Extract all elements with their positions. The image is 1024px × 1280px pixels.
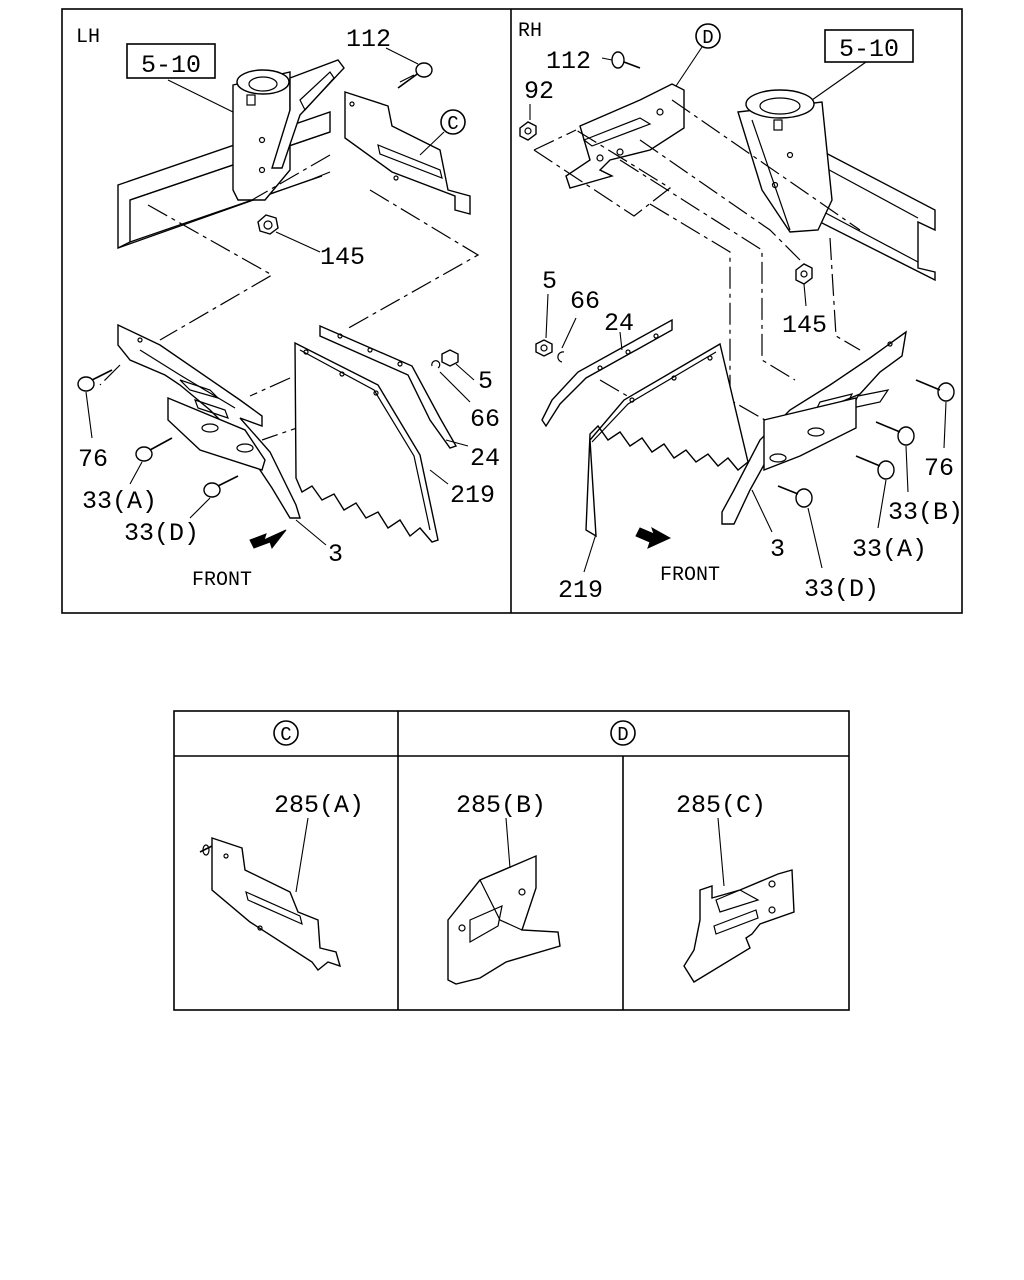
rh-label-33a: 33(A): [852, 535, 927, 564]
lh-callout-c: [440, 109, 466, 135]
lh-front-arrow-icon: [249, 529, 287, 550]
rh-label-5: 5: [542, 267, 557, 296]
lh-label-219: 219: [450, 481, 495, 510]
rh-label-76: 76: [924, 454, 954, 483]
rh-bolt-76: [915, 379, 955, 402]
table-header-c: [273, 720, 299, 746]
rh-bolt-33d: [777, 485, 813, 508]
lh-ref-box: [126, 43, 216, 79]
rh-ref-label: 5-10: [839, 35, 899, 64]
lh-washer-66: [431, 360, 441, 369]
lh-side-label: LH: [76, 26, 100, 49]
lh-label-145: 145: [320, 243, 365, 272]
lh-ref-leader: [167, 79, 234, 113]
rh-callout-d: [695, 23, 721, 49]
variant-285c-label: 285(C): [676, 791, 766, 820]
table-header-c-label: C: [280, 724, 291, 746]
lh-label-5: 5: [478, 367, 493, 396]
rh-front-arrow-icon: [635, 526, 672, 549]
lh-label-24: 24: [470, 444, 500, 473]
rh-label-219: 219: [558, 576, 603, 605]
variant-285c-illustration: [683, 869, 795, 983]
rh-bolt-33a: [855, 455, 895, 480]
rh-callout-d-label: D: [702, 27, 713, 49]
lh-bracket-tower: [232, 59, 345, 201]
variant-285a-illustration: [199, 837, 342, 971]
rh-label-145: 145: [782, 311, 827, 340]
lh-front-label: FRONT: [192, 569, 252, 592]
lh-frame-rail: [117, 111, 331, 250]
rh-frame-rail: [819, 148, 936, 282]
lh-label-66: 66: [470, 405, 500, 434]
rh-nut-92: [519, 121, 537, 141]
rh-bracket-d: [565, 83, 685, 189]
diagram-frame: [61, 8, 963, 614]
lh-bolt-33a: [135, 437, 173, 462]
rh-label-66: 66: [570, 287, 600, 316]
variant-285b-label: 285(B): [456, 791, 546, 820]
rh-washer-66: [557, 351, 565, 363]
lh-ref-label: 5-10: [141, 51, 201, 80]
rh-mud-flap: [585, 342, 749, 538]
rh-label-92: 92: [524, 77, 554, 106]
rh-ref-box: [824, 29, 914, 63]
rh-nut-145: [795, 263, 813, 285]
rh-label-112: 112: [546, 47, 591, 76]
rh-bolt-33b: [875, 421, 915, 446]
lh-nut-5: [441, 349, 459, 367]
lh-bracket-c: [344, 91, 471, 215]
table-header-d-label: D: [617, 724, 628, 746]
rh-nut-5: [535, 339, 553, 357]
variant-285a-label: 285(A): [274, 791, 364, 820]
rh-bolt-112: [611, 51, 641, 69]
lh-mudguard-bracket: [117, 323, 301, 519]
rh-mudguard-bracket: [721, 330, 907, 525]
lh-mud-flap: [294, 341, 439, 543]
lh-label-33a: 33(A): [82, 487, 157, 516]
table-frame: [173, 710, 850, 1011]
variant-285b-illustration: [447, 854, 561, 985]
rh-side-label: RH: [518, 20, 542, 43]
lh-callout-c-label: C: [447, 113, 458, 135]
rh-bracket-tower: [737, 89, 833, 233]
table-header-d: [610, 720, 636, 746]
variant-table: C D 285(A) 285(B): [173, 710, 850, 1011]
lh-panel: LH 5-10 112: [76, 25, 500, 592]
lh-retainer-24: [319, 324, 458, 449]
rh-label-3: 3: [770, 535, 785, 564]
rh-panel: RH 5-10 112 92: [518, 20, 963, 605]
lh-label-3: 3: [328, 540, 343, 569]
rh-label-33d: 33(D): [804, 575, 879, 604]
rh-retainer-24: [541, 318, 673, 428]
rh-front-label: FRONT: [660, 564, 720, 587]
lh-bolt-33d: [203, 475, 239, 498]
lh-label-76: 76: [78, 445, 108, 474]
lh-bolt-112: [397, 62, 433, 89]
lh-label-112: 112: [346, 25, 391, 54]
lh-nut-145: [257, 214, 279, 235]
lh-bolt-76: [77, 369, 113, 392]
rh-label-33b: 33(B): [888, 498, 963, 527]
lh-label-33d: 33(D): [124, 519, 199, 548]
rh-label-24: 24: [604, 309, 634, 338]
